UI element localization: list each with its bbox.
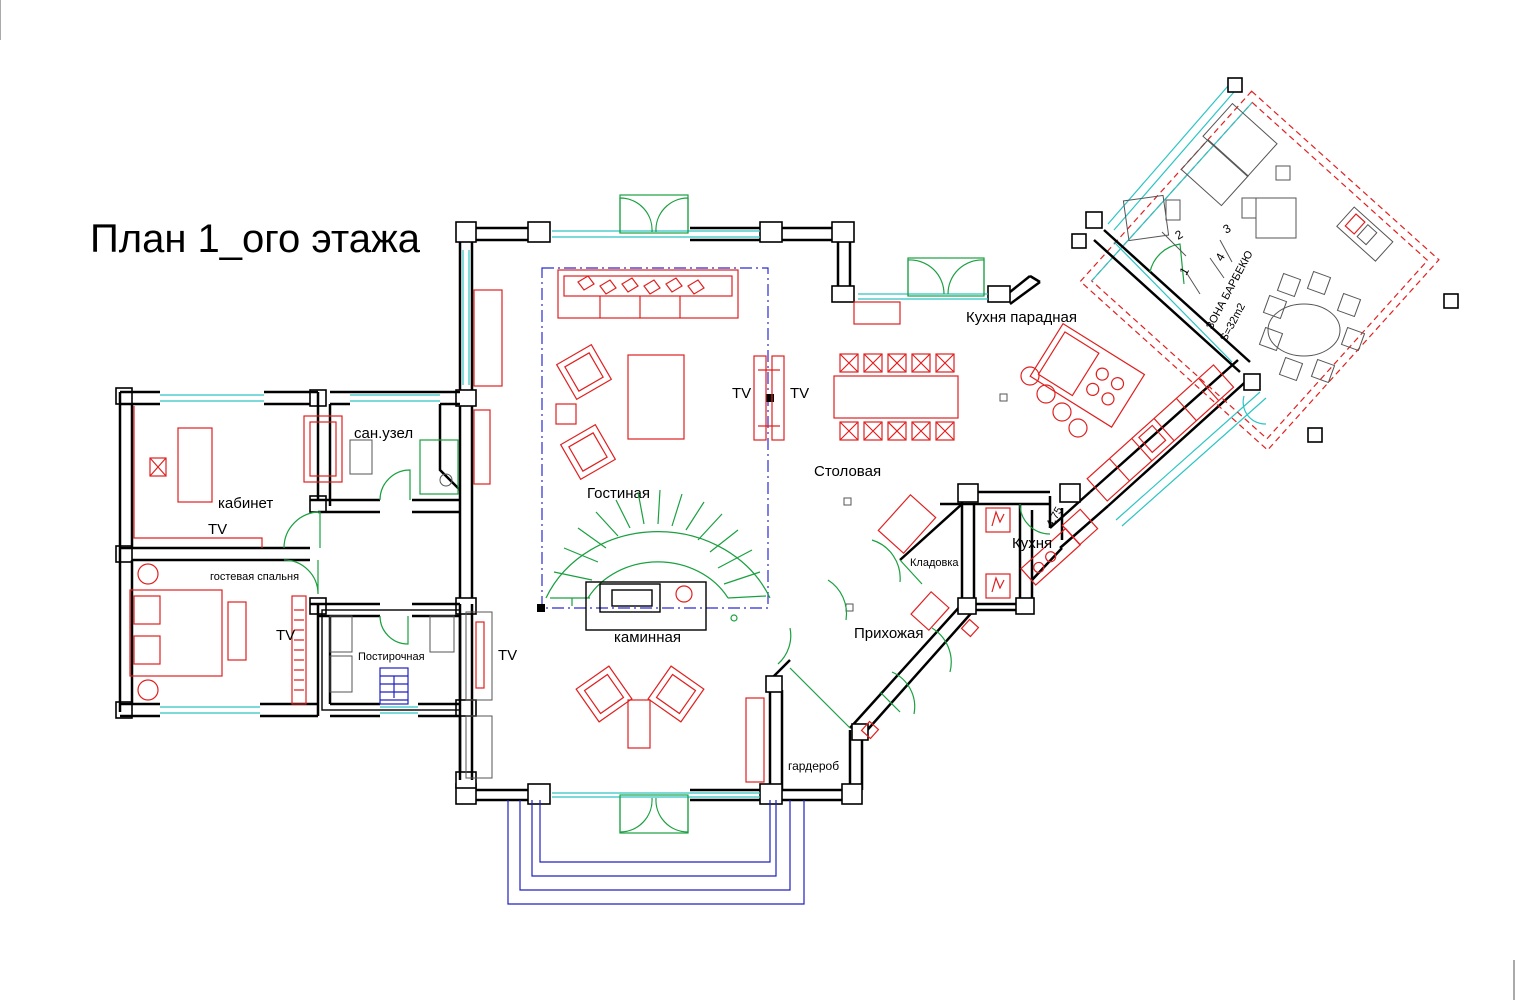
room-wardrobe: гардероб [788, 759, 839, 773]
tv-guest: TV [276, 627, 295, 644]
room-kitchen-front: Кухня парадная [966, 309, 1077, 326]
laundry-fixtures [321, 609, 493, 779]
stool-1 [1020, 366, 1040, 386]
kitchen-island [1029, 322, 1146, 428]
room-dining: Столовая [814, 463, 881, 480]
fire-table [627, 699, 651, 749]
fireplace [585, 581, 707, 631]
plan-title: План 1_ого этажа [90, 217, 421, 261]
fire-armchair-1 [575, 665, 633, 723]
dining-sideboard [853, 301, 901, 325]
room-pantry: Кладовка [910, 557, 959, 569]
living-cabinet-2 [473, 409, 491, 485]
tv-fireplace: TV [498, 647, 517, 664]
left-wing-windows [160, 394, 440, 714]
kitchen-counter [1086, 364, 1235, 502]
svg-text:4: 4 [1212, 250, 1228, 263]
bbq-zone [1079, 90, 1440, 451]
armchair-2 [559, 423, 617, 481]
dining-table [833, 353, 959, 441]
staircase [545, 489, 771, 622]
entrance-steps [507, 800, 805, 905]
tv-living-left: TV [732, 385, 751, 402]
bbq-walls [1093, 85, 1251, 373]
room-laundry: Постирочная [358, 651, 425, 663]
left-wing-walls [118, 390, 474, 780]
office-door [283, 511, 321, 549]
main-walls [458, 226, 864, 802]
bbq-markers: 1 2 3 4 [1161, 221, 1234, 295]
room-fireplace: каминная [614, 629, 681, 646]
guest-door [283, 559, 319, 595]
living-axis-frame [541, 267, 769, 609]
svg-text:3: 3 [1221, 221, 1234, 237]
stool-3 [1052, 402, 1072, 422]
living-sofa [557, 269, 739, 319]
stool-4 [1068, 418, 1088, 438]
living-cabinet-1 [473, 289, 503, 387]
room-bathroom: сан.узел [354, 425, 413, 442]
fire-armchair-2 [647, 665, 705, 723]
doors-main [619, 194, 985, 834]
tv-living-right: TV [790, 385, 809, 402]
room-office: кабинет [218, 495, 273, 512]
posts [115, 221, 1011, 805]
tv-partition [753, 355, 785, 441]
stool-2 [1036, 384, 1056, 404]
bbq-furniture [1122, 102, 1394, 425]
room-living: Гостиная [587, 485, 650, 502]
pantry [860, 493, 980, 740]
office-furniture [133, 406, 343, 548]
room-guest-bedroom: гостевая спальня [210, 571, 299, 583]
guest-furniture [129, 563, 307, 705]
ottoman [555, 403, 577, 425]
room-kitchen: Кухня [1012, 535, 1052, 552]
svg-text:1: 1 [1176, 264, 1192, 277]
hall-doors [777, 539, 952, 729]
fire-cabinet [745, 697, 765, 783]
svg-text:2: 2 [1173, 227, 1186, 243]
bathroom-fixtures [349, 439, 459, 501]
room-hall: Прихожая [854, 625, 924, 642]
tv-office: TV [208, 521, 227, 538]
kitchen-fixtures [985, 503, 1099, 599]
armchair-1 [555, 343, 613, 401]
right-walls [849, 274, 1253, 737]
coffee-table [627, 354, 685, 440]
